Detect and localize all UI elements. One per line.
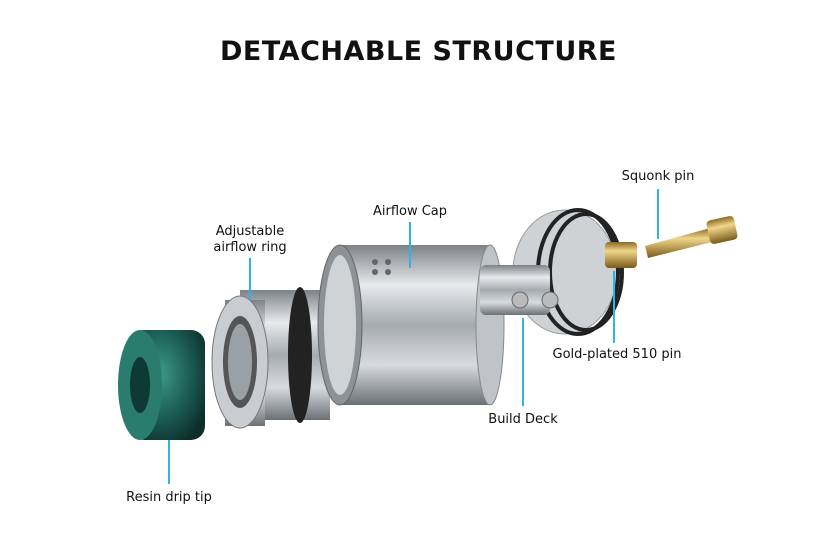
leader-line-squonk-pin (657, 189, 659, 239)
leader-line-airflow-ring (249, 258, 251, 300)
label-squonk-pin: Squonk pin (621, 169, 695, 184)
leader-line-gold-pin (613, 271, 615, 343)
page-title: DETACHABLE STRUCTURE (220, 36, 617, 67)
leader-line-build-deck (522, 318, 524, 406)
leader-line-drip-tip (168, 440, 170, 484)
leader-line-airflow-cap (409, 222, 411, 268)
label-airflow-ring-line1: Adjustable (215, 224, 285, 239)
squonk-pin-part (645, 216, 738, 258)
label-airflow-ring-line2: airflow ring (213, 240, 287, 255)
label-gold-pin: Gold-plated 510 pin (552, 347, 682, 362)
build-deck-part (480, 208, 624, 336)
gold-pin-part (605, 242, 637, 268)
drip-tip-part (118, 330, 205, 440)
label-build-deck: Build Deck (488, 412, 558, 427)
label-airflow-cap: Airflow Cap (372, 204, 448, 219)
label-drip-tip: Resin drip tip (126, 490, 212, 505)
airflow-cap-part (317, 244, 505, 406)
airflow-ring-part (211, 287, 330, 429)
